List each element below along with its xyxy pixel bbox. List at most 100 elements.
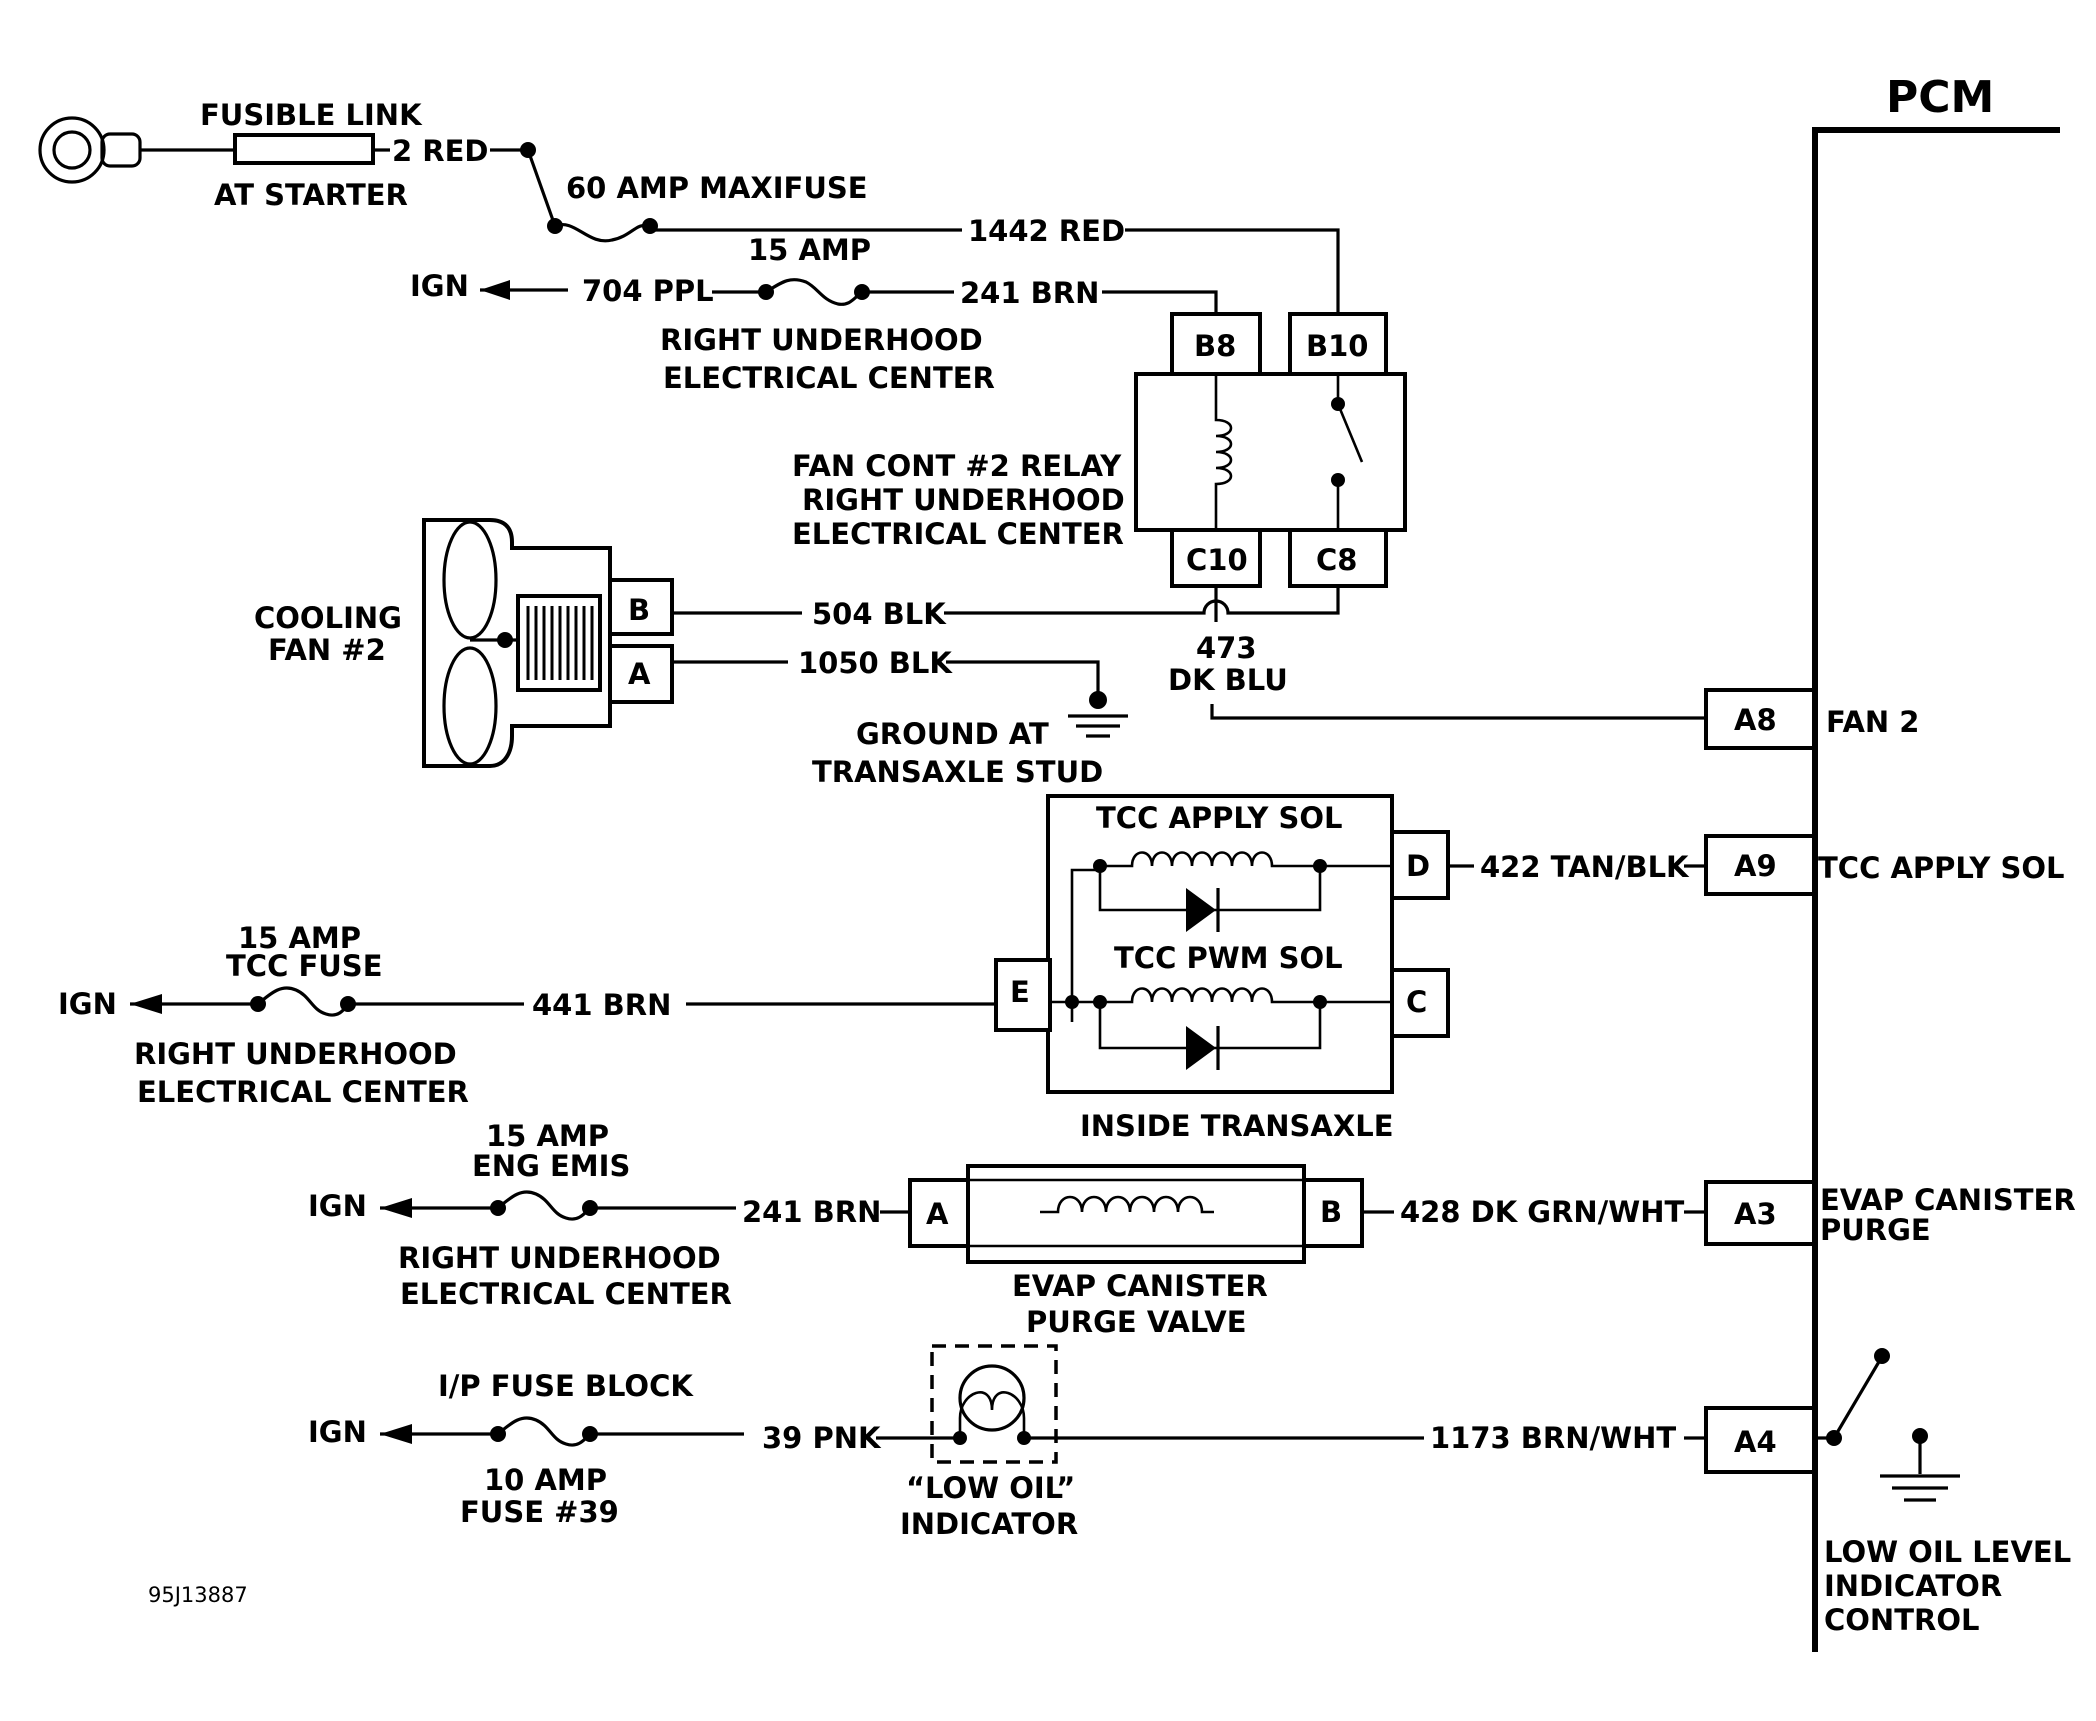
inside-trans-label: INSIDE TRANSAXLE (1080, 1109, 1394, 1143)
ign-arrow-1 (480, 280, 510, 300)
low-oil-lamp (958, 1364, 1026, 1432)
pin-b10-label: B10 (1306, 329, 1368, 363)
tcc-pwm-diode (1186, 1026, 1216, 1070)
pcm-pin-a4 (1704, 1406, 1816, 1474)
low-oil-label-2: INDICATOR (900, 1507, 1078, 1541)
evap-pin-a-label: A (926, 1197, 949, 1231)
evap-purge-circuit: IGN 15 AMP ENG EMIS 241 BRN RIGHT UNDERH… (308, 1119, 1706, 1339)
evap-valve-label-2: PURGE VALVE (1026, 1305, 1247, 1339)
fusible-link (233, 133, 375, 165)
fan-wiring: 504 BLK 1050 BLK GROUND AT TRANSAXLE STU… (672, 586, 1706, 789)
relay-label-2: RIGHT UNDERHOOD (802, 483, 1125, 517)
fuse39-label-2: FUSE #39 (460, 1495, 619, 1529)
relay-pin-c10 (1170, 528, 1262, 588)
relay-pin-b8 (1170, 312, 1262, 376)
relay-pin-c8 (1288, 528, 1388, 588)
ruec-2b-label: ELECTRICAL CENTER (137, 1075, 469, 1109)
pcm-title: PCM (1886, 72, 1994, 123)
wire-39-label: 39 PNK (762, 1421, 882, 1455)
maxifuse-symbol (554, 222, 651, 243)
tcc-fuse-circuit: IGN 15 AMP TCC FUSE 441 BRN RIGHT UNDERH… (58, 921, 996, 1109)
ruec-2a-label: RIGHT UNDERHOOD (134, 1037, 457, 1071)
pcm-module: PCM (1812, 72, 2060, 1652)
fan-blade-top (442, 520, 498, 640)
ign-label-1: IGN (410, 269, 469, 303)
wire-504-label: 504 BLK (812, 597, 947, 631)
low-oil-lamp-filament (958, 1391, 1026, 1438)
eng-emis-fuse-symbol (496, 1190, 592, 1221)
pin-b8-label: B8 (1194, 329, 1236, 363)
wire-504 (944, 586, 1340, 615)
ign-label-4: IGN (308, 1415, 367, 1449)
pin-c8-label: C8 (1316, 543, 1357, 577)
eng-fuse-label-2: ENG EMIS (472, 1149, 630, 1183)
evap-valve-label-1: EVAP CANISTER (1012, 1269, 1268, 1303)
wire-1050 (946, 660, 1100, 700)
cooling-label-2: FAN #2 (268, 633, 386, 667)
ip-fuse-block-label: I/P FUSE BLOCK (438, 1369, 694, 1403)
tcc-fuse-label-2: TCC FUSE (226, 949, 383, 983)
ruec-3b-label: ELECTRICAL CENTER (400, 1277, 732, 1311)
pcm-a3-function-2: PURGE (1820, 1213, 1931, 1247)
ign-label-2: IGN (58, 987, 117, 1021)
ground-symbol-pcm (1880, 1474, 1960, 1502)
wire-241-mid-label: 241 BRN (742, 1195, 881, 1229)
relay-label-3: ELECTRICAL CENTER (792, 517, 1124, 551)
wire-704-label: 704 PPL (582, 274, 714, 308)
fuse-15amp-top-label: 15 AMP (748, 233, 871, 267)
cooling-label-1: COOLING (254, 601, 402, 635)
battery-terminal-inner (52, 130, 92, 170)
wire-428-label: 428 DK GRN/WHT (1400, 1195, 1685, 1229)
fusible-link-label: FUSIBLE LINK (200, 98, 423, 132)
low-oil-level-switch (1832, 1359, 1882, 1439)
ground-label-1: GROUND AT (856, 717, 1049, 751)
wire-473-label-1: 473 (1196, 631, 1257, 665)
relay-label-1: FAN CONT #2 RELAY (792, 449, 1122, 483)
ign-arrow-3 (380, 1198, 412, 1218)
tcc-apply-label: TCC APPLY SOL (1096, 801, 1342, 835)
fan-blade-bottom (442, 646, 498, 766)
wire-2-red-label: 2 RED (392, 134, 489, 168)
wire-1442-label: 1442 RED (968, 214, 1125, 248)
ruec-1b-label: ELECTRICAL CENTER (663, 361, 995, 395)
wire-473-label-2: DK BLU (1168, 663, 1288, 697)
evap-pin-b (1302, 1178, 1364, 1248)
low-level-label-2: INDICATOR (1824, 1569, 2002, 1603)
relay-body (1134, 372, 1407, 532)
cooling-fan-2: B A COOLING FAN #2 (254, 518, 674, 768)
wire-422-label: 422 TAN/BLK (1480, 850, 1690, 884)
tcc-fuse-symbol (256, 986, 350, 1017)
wire-1442 (1125, 228, 1340, 314)
trans-pin-e (994, 958, 1052, 1032)
pcm-pin-a9-label: A9 (1734, 849, 1777, 883)
battery-feed-circuit: FUSIBLE LINK AT STARTER 2 RED 60 AMP MAX… (38, 98, 1340, 314)
evap-pin-b-label: B (1320, 1195, 1342, 1229)
pcm-a9-function: TCC APPLY SOL (1818, 851, 2064, 885)
pcm-pins: A8 FAN 2 A9 TCC APPLY SOL A3 EVAP CANIST… (1704, 688, 2076, 1474)
wire-422-circuit: 422 TAN/BLK (1448, 850, 1706, 884)
tcc-fuse-label-1: 15 AMP (238, 921, 361, 955)
pcm-pin-a3-label: A3 (1734, 1197, 1777, 1231)
battery-terminal-lug (100, 132, 142, 168)
wire-1050-label: 1050 BLK (798, 646, 953, 680)
battery-terminal-outer (38, 116, 106, 184)
ground-symbol-fan (1068, 714, 1128, 738)
maxifuse-label: 60 AMP MAXIFUSE (566, 171, 868, 205)
trans-pin-c-label: C (1406, 985, 1427, 1019)
figure-id: 95J13887 (148, 1583, 248, 1607)
fan-pin-b-label: B (628, 593, 650, 627)
trans-pin-e-label: E (1010, 975, 1030, 1009)
wire-1173-label: 1173 BRN/WHT (1430, 1421, 1676, 1455)
pcm-outline (1812, 127, 2060, 1652)
wire-441-label: 441 BRN (532, 988, 671, 1022)
low-level-label-1: LOW OIL LEVEL (1824, 1535, 2071, 1569)
wire-473 (1210, 704, 1706, 720)
ground-label-2: TRANSAXLE STUD (812, 755, 1103, 789)
tcc-apply-diode (1186, 888, 1216, 932)
pcm-a3-function-1: EVAP CANISTER (1820, 1183, 2076, 1217)
pcm-a8-function: FAN 2 (1826, 705, 1919, 739)
low-level-label-3: CONTROL (1824, 1603, 1979, 1637)
pin-c10-label: C10 (1186, 543, 1248, 577)
transaxle-box (1046, 794, 1394, 1094)
evap-coil (1040, 1195, 1214, 1214)
